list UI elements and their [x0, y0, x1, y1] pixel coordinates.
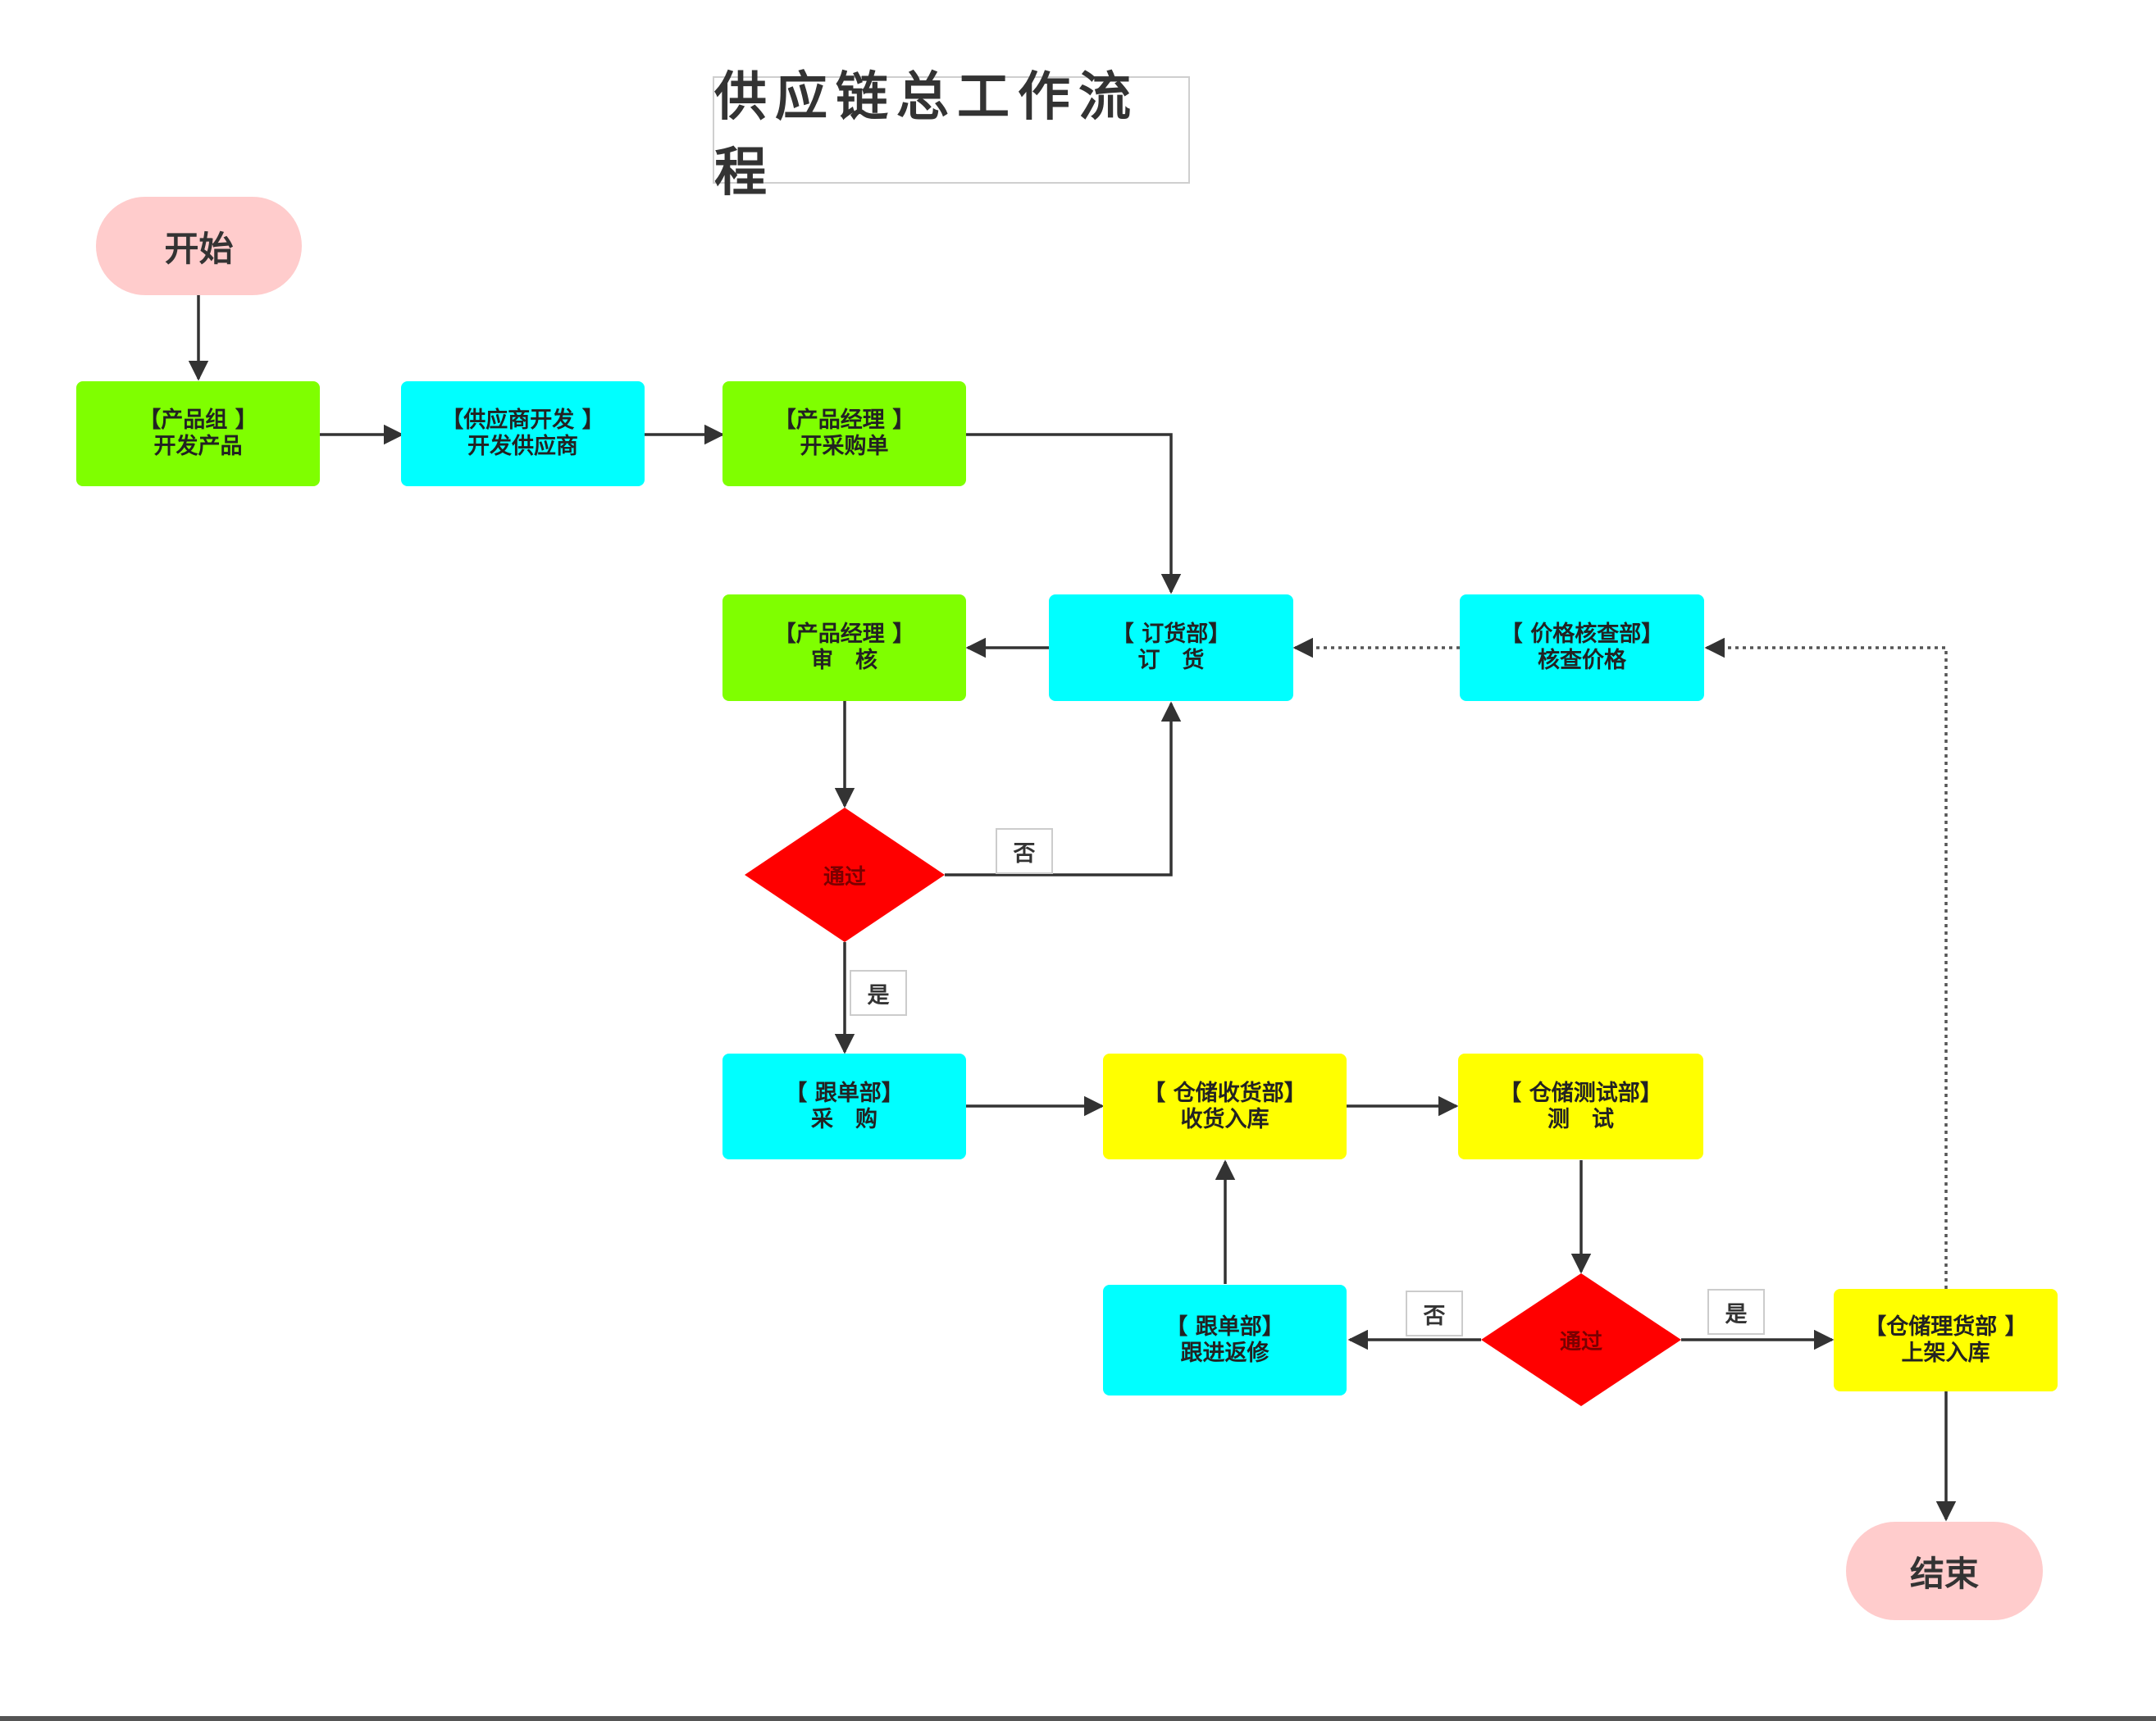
node-ordering: 【 订货部】 订 货 [1049, 594, 1293, 701]
node-pm-order-task: 开采购单 [800, 434, 889, 460]
node-warehouse-shelf-dept: 【仓储理货部 】 [1864, 1314, 2026, 1341]
edge-pm-order-to-ordering [966, 435, 1171, 592]
node-follow-repair-task: 跟进返修 [1181, 1341, 1269, 1367]
node-pm-review-dept: 【产品经理 】 [774, 621, 914, 648]
node-follow-repair-dept: 【 跟单部】 [1165, 1314, 1283, 1341]
node-price-check-dept: 【 价格核查部】 [1501, 621, 1663, 648]
node-pm-order: 【产品经理 】 开采购单 [722, 381, 966, 486]
node-warehouse-shelf-task: 上架入库 [1902, 1341, 1990, 1367]
end-terminal: 结束 [1846, 1522, 2043, 1620]
node-supplier-dev: 【供应商开发 】 开发供应商 [401, 381, 645, 486]
decision-review-label: 通过 [786, 857, 904, 893]
decision-test-label: 通过 [1522, 1322, 1640, 1358]
node-warehouse-shelf: 【仓储理货部 】 上架入库 [1834, 1289, 2058, 1391]
node-pm-review-task: 审 核 [811, 648, 877, 674]
edge-label-review-yes: 是 [850, 970, 907, 1016]
edge-shelf-to-price-check [1707, 648, 1946, 1289]
node-follow-purchase-task: 采 购 [811, 1107, 877, 1133]
node-supplier-dev-dept: 【供应商开发 】 [441, 407, 604, 434]
edge-label-test-no: 否 [1406, 1291, 1463, 1336]
edge-label-review-no: 否 [996, 828, 1053, 874]
node-ordering-task: 订 货 [1138, 648, 1205, 674]
node-warehouse-receive-dept: 【 仓储收货部】 [1143, 1081, 1306, 1107]
node-follow-purchase: 【 跟单部】 采 购 [722, 1054, 966, 1159]
node-product-group-dept: 【产品组 】 [139, 407, 257, 434]
node-price-check: 【 价格核查部】 核查价格 [1460, 594, 1704, 701]
node-price-check-task: 核查价格 [1538, 648, 1626, 674]
node-warehouse-test-task: 测 试 [1547, 1107, 1614, 1133]
node-warehouse-test: 【 仓储测试部】 测 试 [1458, 1054, 1703, 1159]
node-pm-review: 【产品经理 】 审 核 [722, 594, 966, 701]
node-ordering-dept: 【 订货部】 [1112, 621, 1230, 648]
node-warehouse-test-dept: 【 仓储测试部】 [1499, 1081, 1661, 1107]
node-supplier-dev-task: 开发供应商 [467, 434, 578, 460]
node-warehouse-receive-task: 收货入库 [1181, 1107, 1269, 1133]
bottom-divider [0, 1716, 2156, 1721]
node-product-group-task: 开发产品 [154, 434, 243, 460]
node-warehouse-receive: 【 仓储收货部】 收货入库 [1103, 1054, 1347, 1159]
node-product-group: 【产品组 】 开发产品 [76, 381, 320, 486]
edge-decision-no-to-ordering [945, 703, 1171, 875]
edge-label-test-yes: 是 [1707, 1289, 1765, 1335]
node-follow-purchase-dept: 【 跟单部】 [785, 1081, 903, 1107]
node-pm-order-dept: 【产品经理 】 [774, 407, 914, 434]
start-terminal: 开始 [96, 197, 302, 295]
node-follow-repair: 【 跟单部】 跟进返修 [1103, 1285, 1347, 1395]
